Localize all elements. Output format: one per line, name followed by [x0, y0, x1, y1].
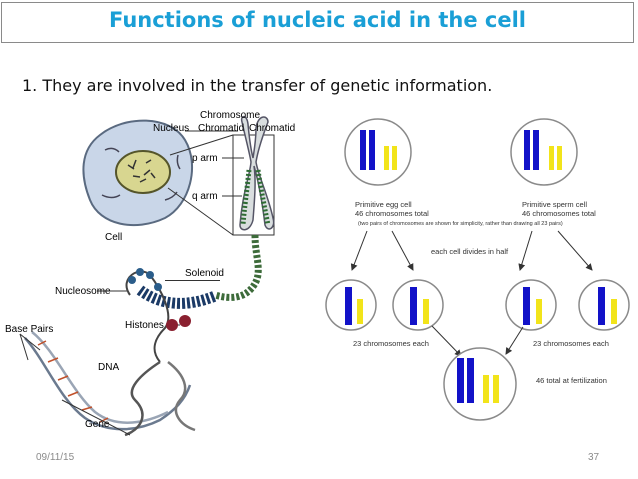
fertilization-arrows [431, 325, 524, 357]
label-nucleosome: Nucleosome [55, 286, 111, 297]
label-cell: Cell [105, 232, 122, 243]
footer-date: 09/11/15 [36, 452, 75, 463]
sperm-gamete-2 [578, 279, 630, 331]
label-solenoid: Solenoid [185, 268, 224, 279]
slide-title: Functions of nucleic acid in the cell [109, 8, 526, 32]
bullet-point: 1. They are involved in the transfer of … [22, 76, 493, 95]
label-egg-count: 46 chromosomes total [355, 209, 429, 218]
zygote-cell [443, 347, 517, 421]
illustration: Chromosome Nucleus Chromatid Chromatid p… [5, 110, 630, 437]
gene-bracket [61, 399, 131, 436]
sperm-cell [510, 118, 578, 186]
label-egg-cell: Primitive egg cell [355, 200, 412, 209]
label-p-arm: p arm [192, 153, 218, 164]
chromatin-marks [127, 159, 156, 183]
egg-cell [344, 118, 412, 186]
division-arrows [350, 230, 593, 271]
label-chromatid-1: Chromatid [198, 123, 244, 134]
label-nucleus: Nucleus [153, 123, 189, 134]
label-gene: Gene [85, 419, 110, 430]
nucleus-shape [115, 150, 171, 194]
title-box: Functions of nucleic acid in the cell [1, 2, 634, 43]
label-fertilization: 46 total at fertilization [536, 376, 607, 385]
egg-gamete-2 [392, 279, 444, 331]
histone-beads [166, 315, 191, 331]
chromatin-fiber [213, 234, 262, 301]
nucleosome-chain [125, 270, 170, 363]
label-right-gametes: 23 chromosomes each [533, 339, 609, 348]
dna-helix [24, 331, 196, 437]
label-divides: each cell divides in half [431, 247, 509, 256]
base-pair-rungs [37, 340, 109, 423]
label-chromosome: Chromosome [200, 110, 260, 121]
organelle-marks [101, 147, 181, 201]
dna-structure-figure: Chromosome Nucleus Chromatid Chromatid p… [5, 110, 295, 437]
egg-gamete-1 [325, 279, 377, 331]
label-simplification-note: (two pairs of chromosomes are shown for … [358, 221, 563, 227]
sperm-gamete-1 [505, 279, 557, 331]
label-q-arm: q arm [192, 191, 218, 202]
solenoid-coil [136, 285, 218, 309]
label-base-pairs: Base Pairs [5, 324, 53, 335]
label-left-gametes: 23 chromosomes each [353, 339, 429, 348]
solenoid-bracket [165, 280, 220, 281]
label-chromatid-2: Chromatid [249, 123, 295, 134]
label-sperm-cell: Primitive sperm cell [522, 200, 587, 209]
nucleosome-beads [128, 268, 162, 291]
label-sperm-count: 46 chromosomes total [522, 209, 596, 218]
page-number: 37 [588, 452, 600, 463]
label-dna: DNA [98, 362, 119, 373]
fertilization-figure: Primitive egg cell 46 chromosomes total … [325, 118, 630, 421]
chromosome-shape [239, 115, 275, 231]
label-histones: Histones [125, 320, 164, 331]
